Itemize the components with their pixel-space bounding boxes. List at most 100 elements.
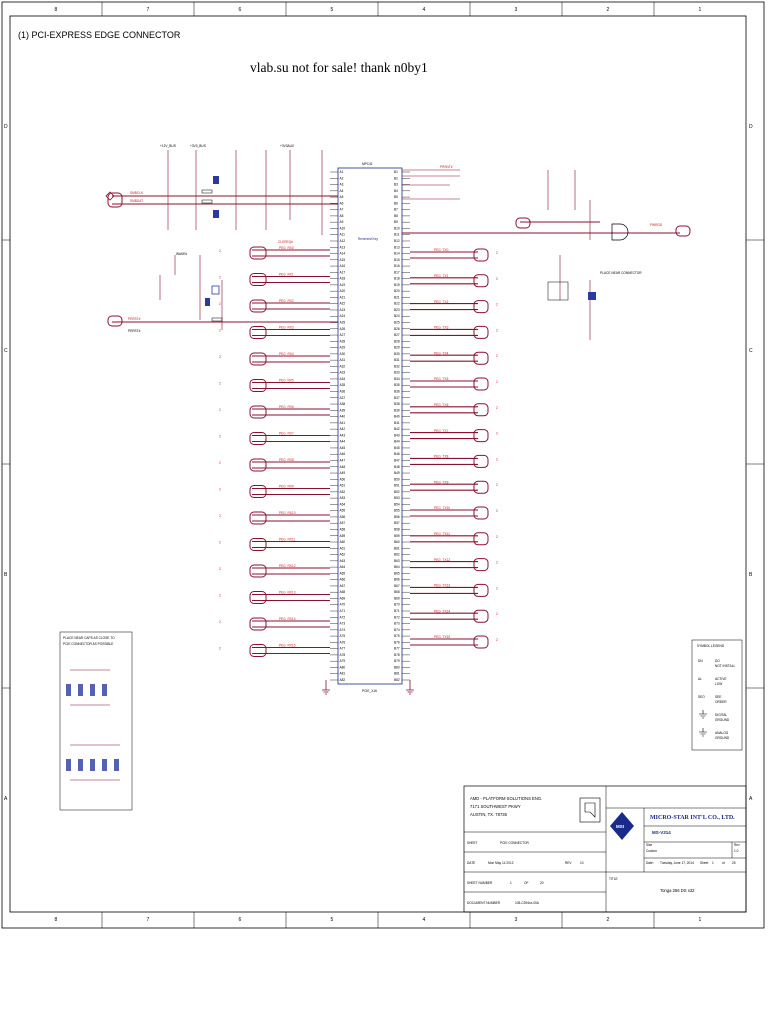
pin-label: B59: [394, 534, 400, 538]
pin-label: B35: [394, 383, 400, 387]
pin-label: A56: [340, 515, 346, 519]
pin-label: A37: [340, 396, 346, 400]
tx-net-label: PEG_TX11: [434, 532, 450, 536]
legend-code: AL: [698, 677, 702, 681]
rx-lane-index: 2: [219, 408, 221, 412]
pin-label: A55: [340, 509, 346, 513]
caps-note-line-1: PLACE NEAR CAPS AS CLOSE TO: [63, 636, 115, 640]
date-label: DATE: [467, 861, 475, 865]
company-line-3: AUSTIN, TX. 78735: [470, 812, 508, 817]
ground-icon: [699, 728, 707, 737]
msi-model: MS-V314: [652, 830, 671, 835]
ground-icon: [406, 680, 414, 695]
pin-label: B55: [394, 509, 400, 513]
zone-column-label: 2: [607, 7, 610, 13]
pin-label: B77: [394, 647, 400, 651]
top-left-circuit: SMBCLK SMBDAT PERST# CLKREQ# +12V_BUS +3…: [105, 144, 338, 333]
tx-net-label: PEG_TX4: [434, 351, 449, 355]
rx-net-label: PEG_RX0: [279, 246, 294, 250]
pin-label: A13: [340, 245, 346, 249]
zone-column-label: 4: [423, 7, 426, 13]
rx-lane-index: 2: [219, 594, 221, 598]
pin-label: B51: [394, 484, 400, 488]
net-top-right-2: PWRGD: [650, 223, 663, 227]
rx-port: [249, 246, 267, 260]
pin-label: A75: [340, 634, 346, 638]
pin-label: B57: [394, 521, 400, 525]
pin-label: A1: [340, 170, 344, 174]
connector-footer: PCIE_X16: [362, 689, 377, 693]
edge-port-smb: [107, 192, 123, 208]
rev-label: REV: [565, 861, 572, 865]
pin-label: A63: [340, 559, 346, 563]
of2-value: 25: [732, 861, 736, 865]
pin-label: A10: [340, 226, 346, 230]
title-value: Tonga 256 DS x32: [660, 888, 695, 893]
legend-text: NOT INSTALL: [715, 664, 735, 668]
left-wiring: PEG_RX02PEG_RX12PEG_RX22PEG_RX32PEG_RX42…: [219, 246, 414, 695]
pin-label: A76: [340, 640, 346, 644]
legend-frame: [691, 639, 743, 751]
capacitor-icon: [90, 759, 95, 771]
pin-label: A14: [340, 252, 346, 256]
pin-label: A44: [340, 440, 346, 444]
capacitor-icon: [102, 759, 107, 771]
tx-net-label: PEG_TX7: [434, 429, 449, 433]
pcie-connector: MPC41 PCIE_X16 Reversed Key A1A2A3A4A5A6…: [330, 162, 410, 693]
tx-port: [473, 403, 489, 417]
date-value: Mon May 14 2012: [488, 861, 514, 865]
pin-label: A26: [340, 327, 346, 331]
tx-port: [473, 248, 489, 262]
tx-net-label: PEG_TX13: [434, 584, 450, 588]
connector-left-pins: A1A2A3A4A5A6A7A8A9A10A11A12A13A14A15A16A…: [330, 170, 345, 682]
section-title: (1) PCI-EXPRESS EDGE CONNECTOR: [18, 30, 181, 40]
date2-label: Date:: [646, 861, 654, 865]
pin-label: A50: [340, 477, 346, 481]
rev2-value: 1.0: [734, 849, 739, 853]
pin-label: A42: [340, 427, 346, 431]
rx-port: [249, 511, 267, 525]
rx-lane-index: 2: [219, 302, 221, 306]
pin-label: B60: [394, 540, 400, 544]
tx-lane-index: 2: [496, 612, 498, 616]
rx-net-label: PEG_RX15: [279, 644, 296, 648]
tx-net-label: PEG_TX1: [434, 274, 449, 278]
pin-label: B75: [394, 634, 400, 638]
rx-net-label: PEG_RX5: [279, 379, 294, 383]
pin-label: B11: [394, 233, 400, 237]
pin-label: B3: [394, 183, 398, 187]
pin-label: B4: [394, 189, 398, 193]
tx-net-label: PEG_TX0: [434, 248, 449, 252]
rx-port: [249, 273, 267, 286]
edge-port-right-1: [675, 225, 691, 237]
capacitor-icon: [66, 759, 71, 771]
pin-label: A28: [340, 339, 346, 343]
rx-port: [249, 352, 267, 366]
capacitor-icon: [114, 759, 119, 771]
rx-port: [249, 617, 267, 631]
edge-port-wake: [107, 315, 123, 327]
pin-label: B64: [394, 565, 400, 569]
pin-label: B46: [394, 452, 400, 456]
pin-label: B67: [394, 584, 400, 588]
pin-label: B26: [394, 327, 400, 331]
net-top-left-1: SMBCLK: [130, 191, 144, 195]
tx-lane-index: 2: [496, 457, 498, 461]
rx-lane-index: 2: [219, 647, 221, 651]
pin-label: B1: [394, 170, 398, 174]
tx-lane-index: 2: [496, 354, 498, 358]
zone-column-label: 7: [147, 7, 150, 13]
pin-label: B32: [394, 364, 400, 368]
zone-row-label: A: [4, 796, 8, 802]
tx-net-label: PEG_TX6: [434, 403, 449, 407]
pin-label: A69: [340, 596, 346, 600]
pin-label: B73: [394, 622, 400, 626]
date2-value: Tuesday, June 17, 2014: [660, 861, 694, 865]
rx-lane-index: 2: [219, 567, 221, 571]
capacitor-icon: [90, 684, 95, 696]
pin-label: B28: [394, 339, 400, 343]
pin-label: A17: [340, 270, 346, 274]
tx-port: [473, 377, 489, 391]
